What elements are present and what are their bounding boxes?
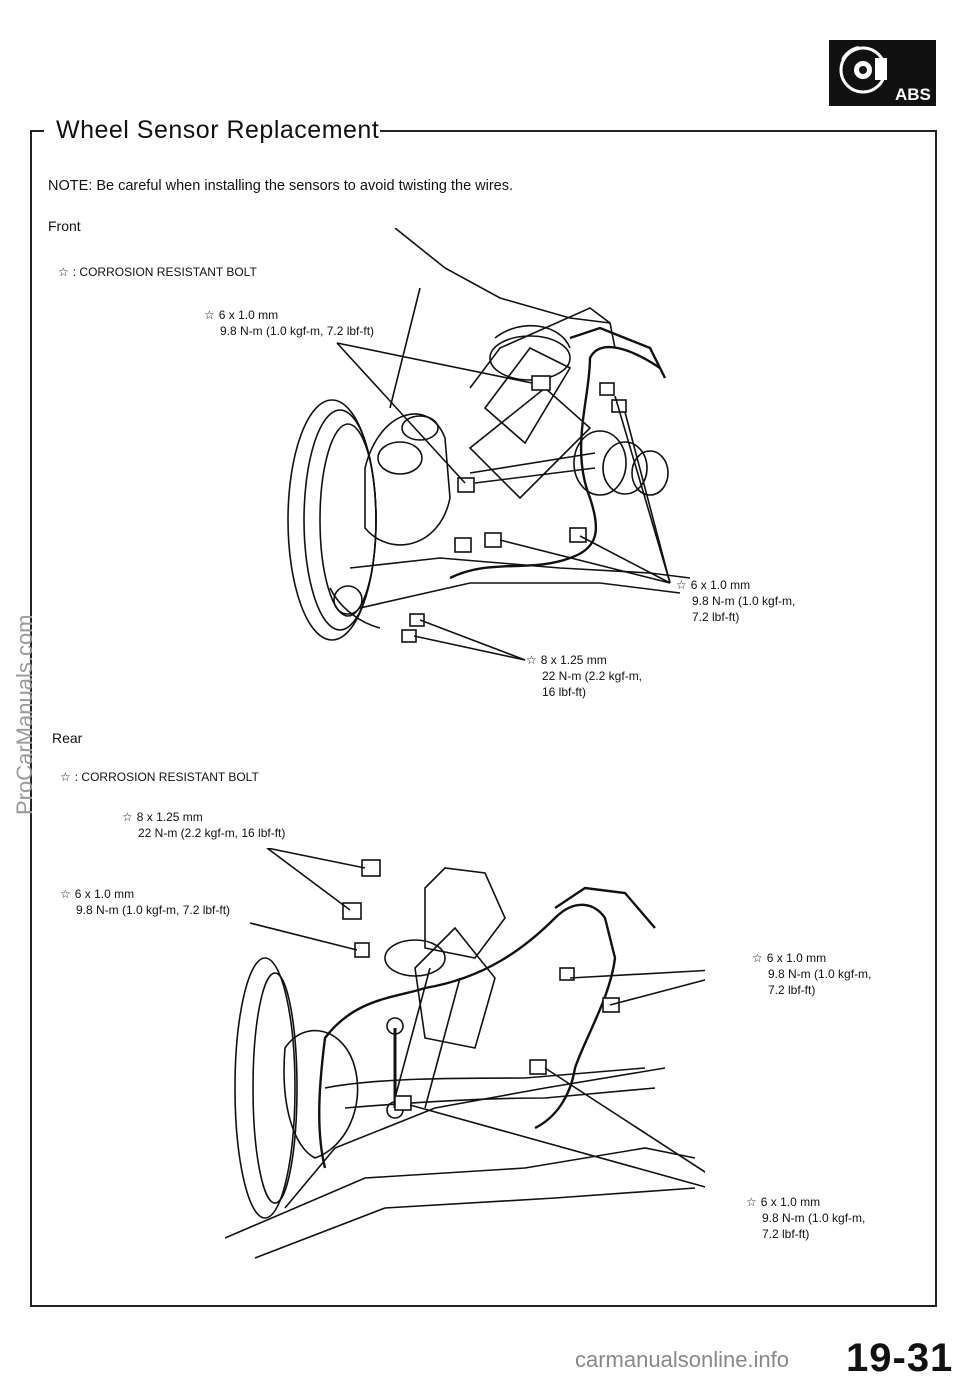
front-legend-text: : CORROSION RESISTANT BOLT xyxy=(72,265,257,279)
front-spec-c-line1: 8 x 1.25 mm xyxy=(540,653,607,667)
front-spec-b-line3: 7.2 lbf-ft) xyxy=(692,610,740,624)
rear-spec-c: ☆6 x 1.0 mm 9.8 N-m (1.0 kgf-m, 7.2 lbf-… xyxy=(752,950,871,998)
title-background xyxy=(44,112,380,152)
rear-spec-a: ☆8 x 1.25 mm 22 N-m (2.2 kgf-m, 16 lbf-f… xyxy=(122,809,285,841)
page-title: Wheel Sensor Replacement xyxy=(56,116,380,144)
rear-spec-b: ☆6 x 1.0 mm 9.8 N-m (1.0 kgf-m, 7.2 lbf-… xyxy=(60,886,230,918)
front-spec-c-line3: 16 lbf-ft) xyxy=(542,685,587,699)
rear-spec-c-line3: 7.2 lbf-ft) xyxy=(768,983,816,997)
front-spec-b-line2: 9.8 N-m (1.0 kgf-m, xyxy=(692,594,796,608)
rear-spec-a-line1: 8 x 1.25 mm xyxy=(136,810,203,824)
abs-badge: ABS xyxy=(829,40,936,106)
rear-spec-b-line2: 9.8 N-m (1.0 kgf-m, 7.2 lbf-ft) xyxy=(76,903,231,917)
star-icon: ☆ xyxy=(752,951,763,965)
star-icon: ☆ xyxy=(60,770,71,784)
front-spec-a-line2: 9.8 N-m (1.0 kgf-m, 7.2 lbf-ft) xyxy=(220,324,375,338)
rear-legend-text: : CORROSION RESISTANT BOLT xyxy=(74,770,259,784)
front-spec-a: ☆6 x 1.0 mm 9.8 N-m (1.0 kgf-m, 7.2 lbf-… xyxy=(204,307,374,339)
rear-spec-d-line2: 9.8 N-m (1.0 kgf-m, xyxy=(762,1211,866,1225)
star-icon: ☆ xyxy=(204,308,215,322)
front-spec-a-line1: 6 x 1.0 mm xyxy=(218,308,279,322)
star-icon: ☆ xyxy=(60,887,71,901)
rear-heading: Rear xyxy=(52,730,83,746)
abs-brake-disc-icon: ABS xyxy=(829,40,936,106)
rear-legend: ☆: CORROSION RESISTANT BOLT xyxy=(60,769,259,785)
bottom-watermark: carmanualsonline.info xyxy=(575,1347,790,1372)
front-spec-c: ☆8 x 1.25 mm 22 N-m (2.2 kgf-m, 16 lbf-f… xyxy=(526,652,642,700)
front-spec-c-line2: 22 N-m (2.2 kgf-m, xyxy=(542,669,643,683)
note-text: NOTE: Be careful when installing the sen… xyxy=(48,178,514,194)
front-legend: ☆: CORROSION RESISTANT BOLT xyxy=(58,264,257,280)
front-heading: Front xyxy=(48,218,81,234)
front-suspension-illustration xyxy=(287,228,691,661)
rear-spec-c-line2: 9.8 N-m (1.0 kgf-m, xyxy=(768,967,872,981)
star-icon: ☆ xyxy=(676,578,687,592)
rear-spec-b-line1: 6 x 1.0 mm xyxy=(74,887,135,901)
star-icon: ☆ xyxy=(746,1195,757,1209)
front-spec-b: ☆6 x 1.0 mm 9.8 N-m (1.0 kgf-m, 7.2 lbf-… xyxy=(676,577,795,625)
page-number: 19-31 xyxy=(846,1336,954,1380)
rear-spec-a-line2: 22 N-m (2.2 kgf-m, 16 lbf-ft) xyxy=(138,826,286,840)
side-watermark: ProCarManuals.com xyxy=(12,614,37,815)
star-icon: ☆ xyxy=(122,810,133,824)
star-icon: ☆ xyxy=(58,265,69,279)
rear-spec-c-line1: 6 x 1.0 mm xyxy=(766,951,827,965)
rear-suspension-illustration xyxy=(225,848,705,1259)
content-frame xyxy=(30,130,937,1307)
star-icon: ☆ xyxy=(526,653,537,667)
rear-spec-d-line3: 7.2 lbf-ft) xyxy=(762,1227,810,1241)
abs-badge-text: ABS xyxy=(895,85,931,104)
front-spec-b-line1: 6 x 1.0 mm xyxy=(690,578,751,592)
rear-spec-d-line1: 6 x 1.0 mm xyxy=(760,1195,821,1209)
rear-spec-d: ☆6 x 1.0 mm 9.8 N-m (1.0 kgf-m, 7.2 lbf-… xyxy=(746,1194,865,1242)
